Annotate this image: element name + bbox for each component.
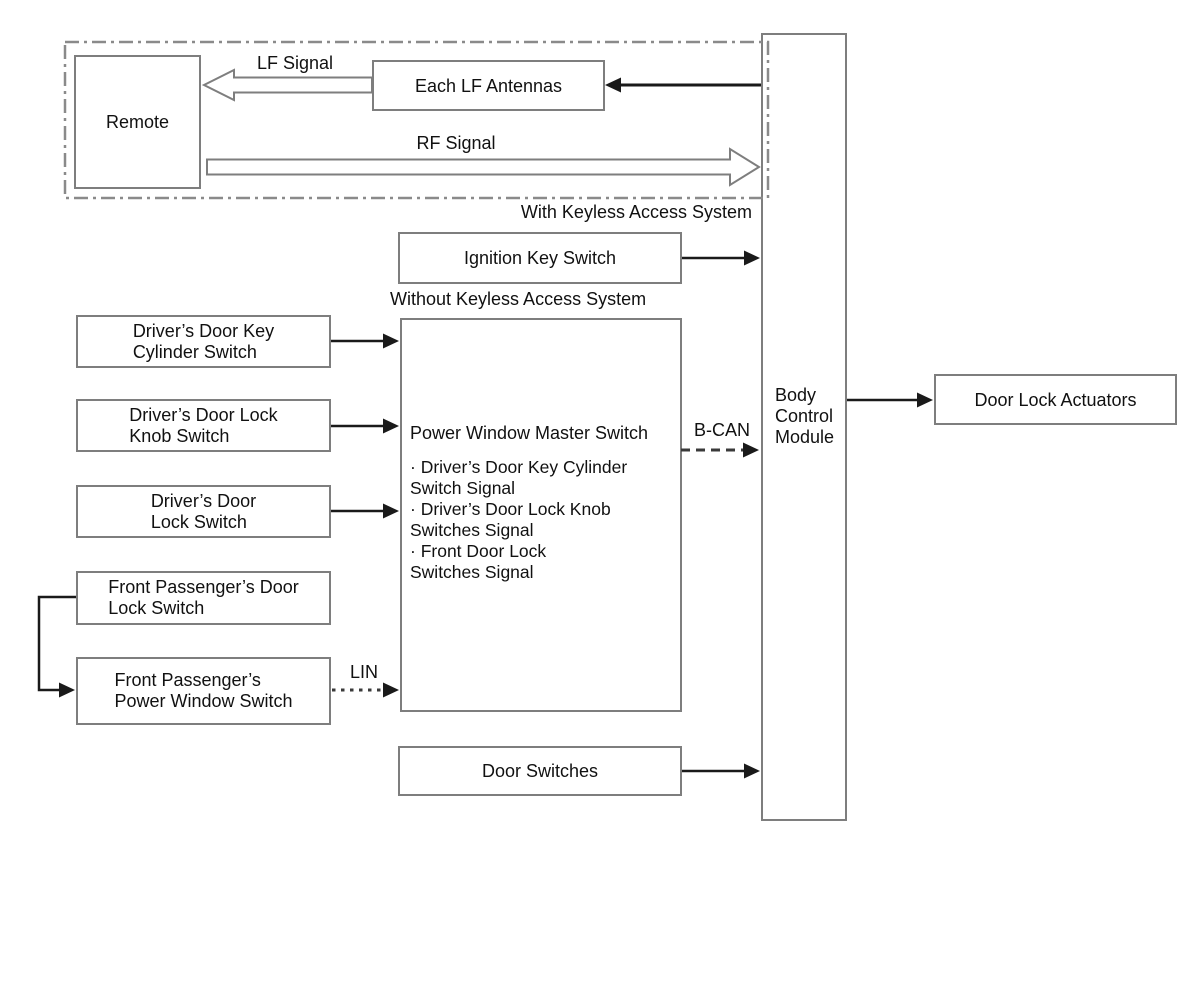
ignition-key-switch-label: Ignition Key Switch — [463, 248, 617, 268]
signal-item: · Front Door Lock Switches Signal — [410, 541, 547, 582]
each-lf-antennas-box: Each LF Antennas — [372, 60, 605, 111]
door-lock-actuators-box: Door Lock Actuators — [934, 374, 1177, 425]
rf-signal-label: RF Signal — [416, 133, 496, 153]
power-window-master-switch-box: Power Window Master Switch · Driver’s Do… — [400, 318, 682, 712]
lock-switch-to-master-arrowhead — [383, 503, 399, 519]
lin-arrowhead — [383, 682, 399, 698]
remote-box: Remote — [74, 55, 201, 189]
key-cylinder-to-master-arrowhead — [383, 333, 399, 349]
door-switches-box: Door Switches — [398, 746, 682, 796]
without-keyless-access-system-label: Without Keyless Access System — [390, 289, 647, 309]
signal-item: · Driver’s Door Key Cylinder Switch Sign… — [410, 457, 628, 498]
rf-signal-arrow — [206, 147, 761, 187]
front-passengers-door-lock-switch-box: Front Passenger’s Door Lock Switch — [76, 571, 331, 625]
drivers-door-key-cylinder-switch-box: Driver’s Door Key Cylinder Switch — [76, 315, 331, 368]
fp-lock-to-fp-window-arrowhead — [59, 682, 75, 698]
lf-signal-arrow — [201, 68, 373, 102]
ignition-to-bcm-arrowhead — [744, 250, 760, 266]
lf-signal-label: LF Signal — [256, 53, 334, 73]
drivers-door-lock-knob-switch-box: Driver’s Door Lock Knob Switch — [76, 399, 331, 452]
remote-label: Remote — [105, 112, 170, 132]
bcm-to-actuators-arrowhead — [917, 392, 933, 408]
front-passengers-power-window-switch-label: Front Passenger’s Power Window Switch — [114, 670, 293, 711]
lin-label: LIN — [349, 662, 378, 682]
ignition-key-switch-box: Ignition Key Switch — [398, 232, 682, 284]
b-can-label: B-CAN — [693, 420, 750, 440]
with-keyless-access-system-label: With Keyless Access System — [520, 202, 752, 222]
door-lock-actuators-label: Door Lock Actuators — [974, 389, 1137, 410]
power-window-master-switch-title: Power Window Master Switch — [410, 423, 649, 443]
door-switches-to-bcm-arrowhead — [744, 763, 760, 779]
drivers-door-key-cylinder-switch-label: Driver’s Door Key Cylinder Switch — [132, 320, 275, 362]
drivers-door-lock-switch-label: Driver’s Door Lock Switch — [150, 490, 257, 532]
drivers-door-lock-knob-switch-label: Driver’s Door Lock Knob Switch — [129, 404, 278, 446]
lock-knob-to-master-arrowhead — [383, 418, 399, 434]
bcm-to-antennas-arrowhead — [605, 77, 621, 93]
drivers-door-lock-switch-box: Driver’s Door Lock Switch — [76, 485, 331, 538]
power-window-master-switch-content: Power Window Master Switch · Driver’s Do… — [410, 422, 676, 583]
body-control-module-label: Body Control Module — [775, 385, 835, 447]
door-switches-label: Door Switches — [481, 761, 599, 781]
body-control-module-box: Body Control Module — [761, 33, 847, 821]
signal-item: · Driver’s Door Lock Knob Switches Signa… — [410, 499, 611, 540]
front-passengers-power-window-switch-box: Front Passenger’s Power Window Switch — [76, 657, 331, 725]
each-lf-antennas-label: Each LF Antennas — [414, 75, 563, 96]
front-passengers-door-lock-switch-label: Front Passenger’s Door Lock Switch — [108, 577, 299, 618]
fp-lock-to-fp-window-elbow — [37, 595, 76, 692]
b-can-arrowhead — [743, 442, 759, 458]
